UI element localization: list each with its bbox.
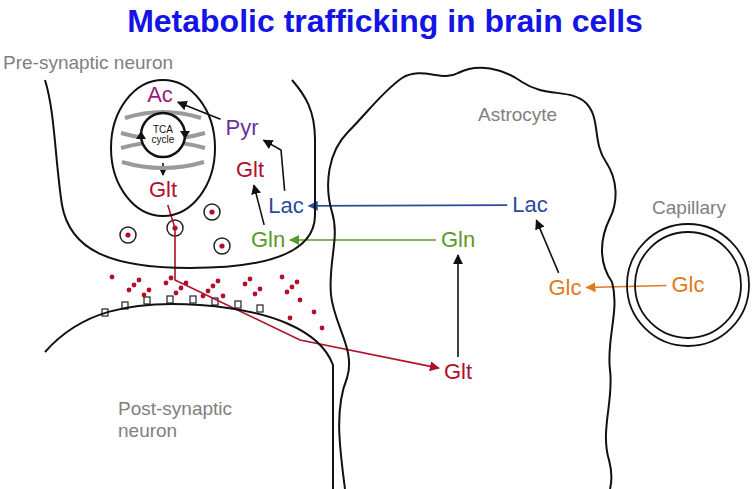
metabolite-label: Glt — [147, 178, 179, 202]
metabolite: Glt — [147, 178, 179, 202]
receptors — [102, 296, 263, 316]
metabolite-label: Glc — [547, 276, 584, 300]
flow-arrow — [168, 205, 439, 368]
region-label: Post-synaptic neuron — [118, 398, 243, 442]
metabolite-label: Ac — [145, 83, 175, 107]
tca-cycle-circle: TCA cycle — [138, 110, 188, 160]
flow-arrow — [254, 185, 264, 225]
flow-arrow — [536, 220, 558, 273]
flow-arrow — [290, 239, 436, 241]
region-label: Capillary — [622, 197, 756, 219]
metabolite: Lac — [266, 194, 305, 218]
postsynaptic-neuron-outline — [40, 295, 340, 489]
astrocyte-cell-outline — [322, 60, 622, 489]
metabolite-label: Glt — [234, 158, 266, 182]
region-label: Astrocyte — [478, 104, 756, 126]
metabolite: Lac — [510, 193, 549, 217]
metabolite: Pyr — [224, 116, 261, 140]
flow-arrow — [309, 204, 508, 206]
metabolite-label: Glc — [670, 273, 707, 297]
region-label: Pre-synaptic neuron — [3, 52, 323, 74]
metabolite-label: Gln — [249, 228, 287, 252]
metabolite: Glt — [442, 360, 474, 384]
postsynaptic-neuron: Post-synaptic neuron — [40, 295, 340, 489]
cleft-glutamate — [110, 275, 325, 331]
metabolite-label: Gln — [439, 228, 477, 252]
flow-arrow — [264, 140, 285, 191]
metabolite-label: Lac — [510, 193, 549, 217]
presynaptic-neuron: TCA cycleAcPyrGltGltLacGlnPre-synaptic n… — [0, 52, 320, 274]
metabolite: Glc — [547, 276, 584, 300]
metabolite-label: Lac — [266, 194, 305, 218]
cycle-label: TCA cycle — [143, 125, 183, 146]
metabolite-label: Glt — [442, 360, 474, 384]
diagram-title: Metabolic trafficking in brain cells — [0, 4, 756, 39]
flow-arrow — [457, 255, 459, 357]
metabolite-label: Pyr — [224, 116, 261, 140]
astrocyte-cell: LacGlnGltGlcAstrocyte — [322, 60, 622, 489]
capillary-vessel: Glc Capillary — [622, 192, 756, 362]
metabolite: Gln — [439, 228, 477, 252]
metabolite: Ac — [145, 83, 175, 107]
metabolite: Glc — [670, 273, 707, 297]
metabolite: Gln — [249, 228, 287, 252]
metabolite: Glt — [234, 158, 266, 182]
